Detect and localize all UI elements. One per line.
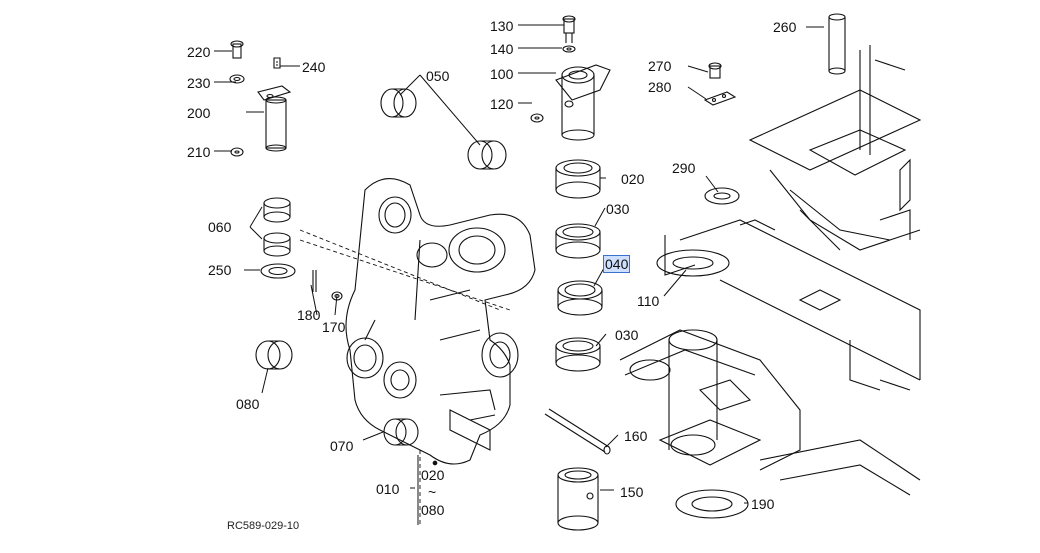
parts-170-180 <box>312 270 343 301</box>
frame-right <box>619 45 922 496</box>
label-280: 280 <box>648 79 672 95</box>
housing-100 <box>530 15 611 141</box>
label-160: 160 <box>624 428 648 444</box>
washers <box>656 187 749 519</box>
label-030-lower: 030 <box>615 327 639 343</box>
label-130: 130 <box>490 18 514 34</box>
swing-bracket-010 <box>345 178 536 465</box>
label-270: 270 <box>648 58 672 74</box>
label-170: 170 <box>322 319 346 335</box>
label-120: 120 <box>490 96 514 112</box>
label-240: 240 <box>302 59 326 75</box>
bushings-060-250 <box>260 197 296 279</box>
label-020-range-start: 020 <box>421 467 445 483</box>
label-220: 220 <box>187 44 211 60</box>
leader-lines <box>214 24 824 525</box>
label-100: 100 <box>490 66 514 82</box>
label-250: 250 <box>208 262 232 278</box>
label-tilde: ~ <box>428 484 437 500</box>
label-290: 290 <box>672 160 696 176</box>
bearing-stack <box>555 159 603 372</box>
pin-160 <box>544 408 611 455</box>
label-110: 110 <box>637 293 660 309</box>
label-040-selected[interactable]: 040 <box>603 255 631 273</box>
label-180: 180 <box>297 307 321 323</box>
label-020: 020 <box>621 171 645 187</box>
part-200-bracket <box>229 40 292 157</box>
dot-marker <box>432 460 438 466</box>
label-190: 190 <box>751 496 775 512</box>
label-150: 150 <box>620 484 644 500</box>
guide-lines <box>299 229 511 525</box>
right-small-parts <box>703 13 846 106</box>
label-010: 010 <box>376 481 400 497</box>
label-140: 140 <box>490 41 514 57</box>
bushing-150 <box>557 467 599 531</box>
bushings-080-070 <box>255 340 419 446</box>
bushing-050 <box>380 88 507 170</box>
label-070: 070 <box>330 438 354 454</box>
label-060: 060 <box>208 219 232 235</box>
drawing-number: RC589-029-10 <box>227 520 300 532</box>
label-030-upper: 030 <box>606 201 630 217</box>
label-080-range-end: 080 <box>421 502 445 518</box>
label-200: 200 <box>187 105 211 121</box>
label-230: 230 <box>187 75 211 91</box>
label-260: 260 <box>773 19 797 35</box>
label-080: 080 <box>236 396 260 412</box>
label-050: 050 <box>426 68 450 84</box>
label-210: 210 <box>187 144 211 160</box>
